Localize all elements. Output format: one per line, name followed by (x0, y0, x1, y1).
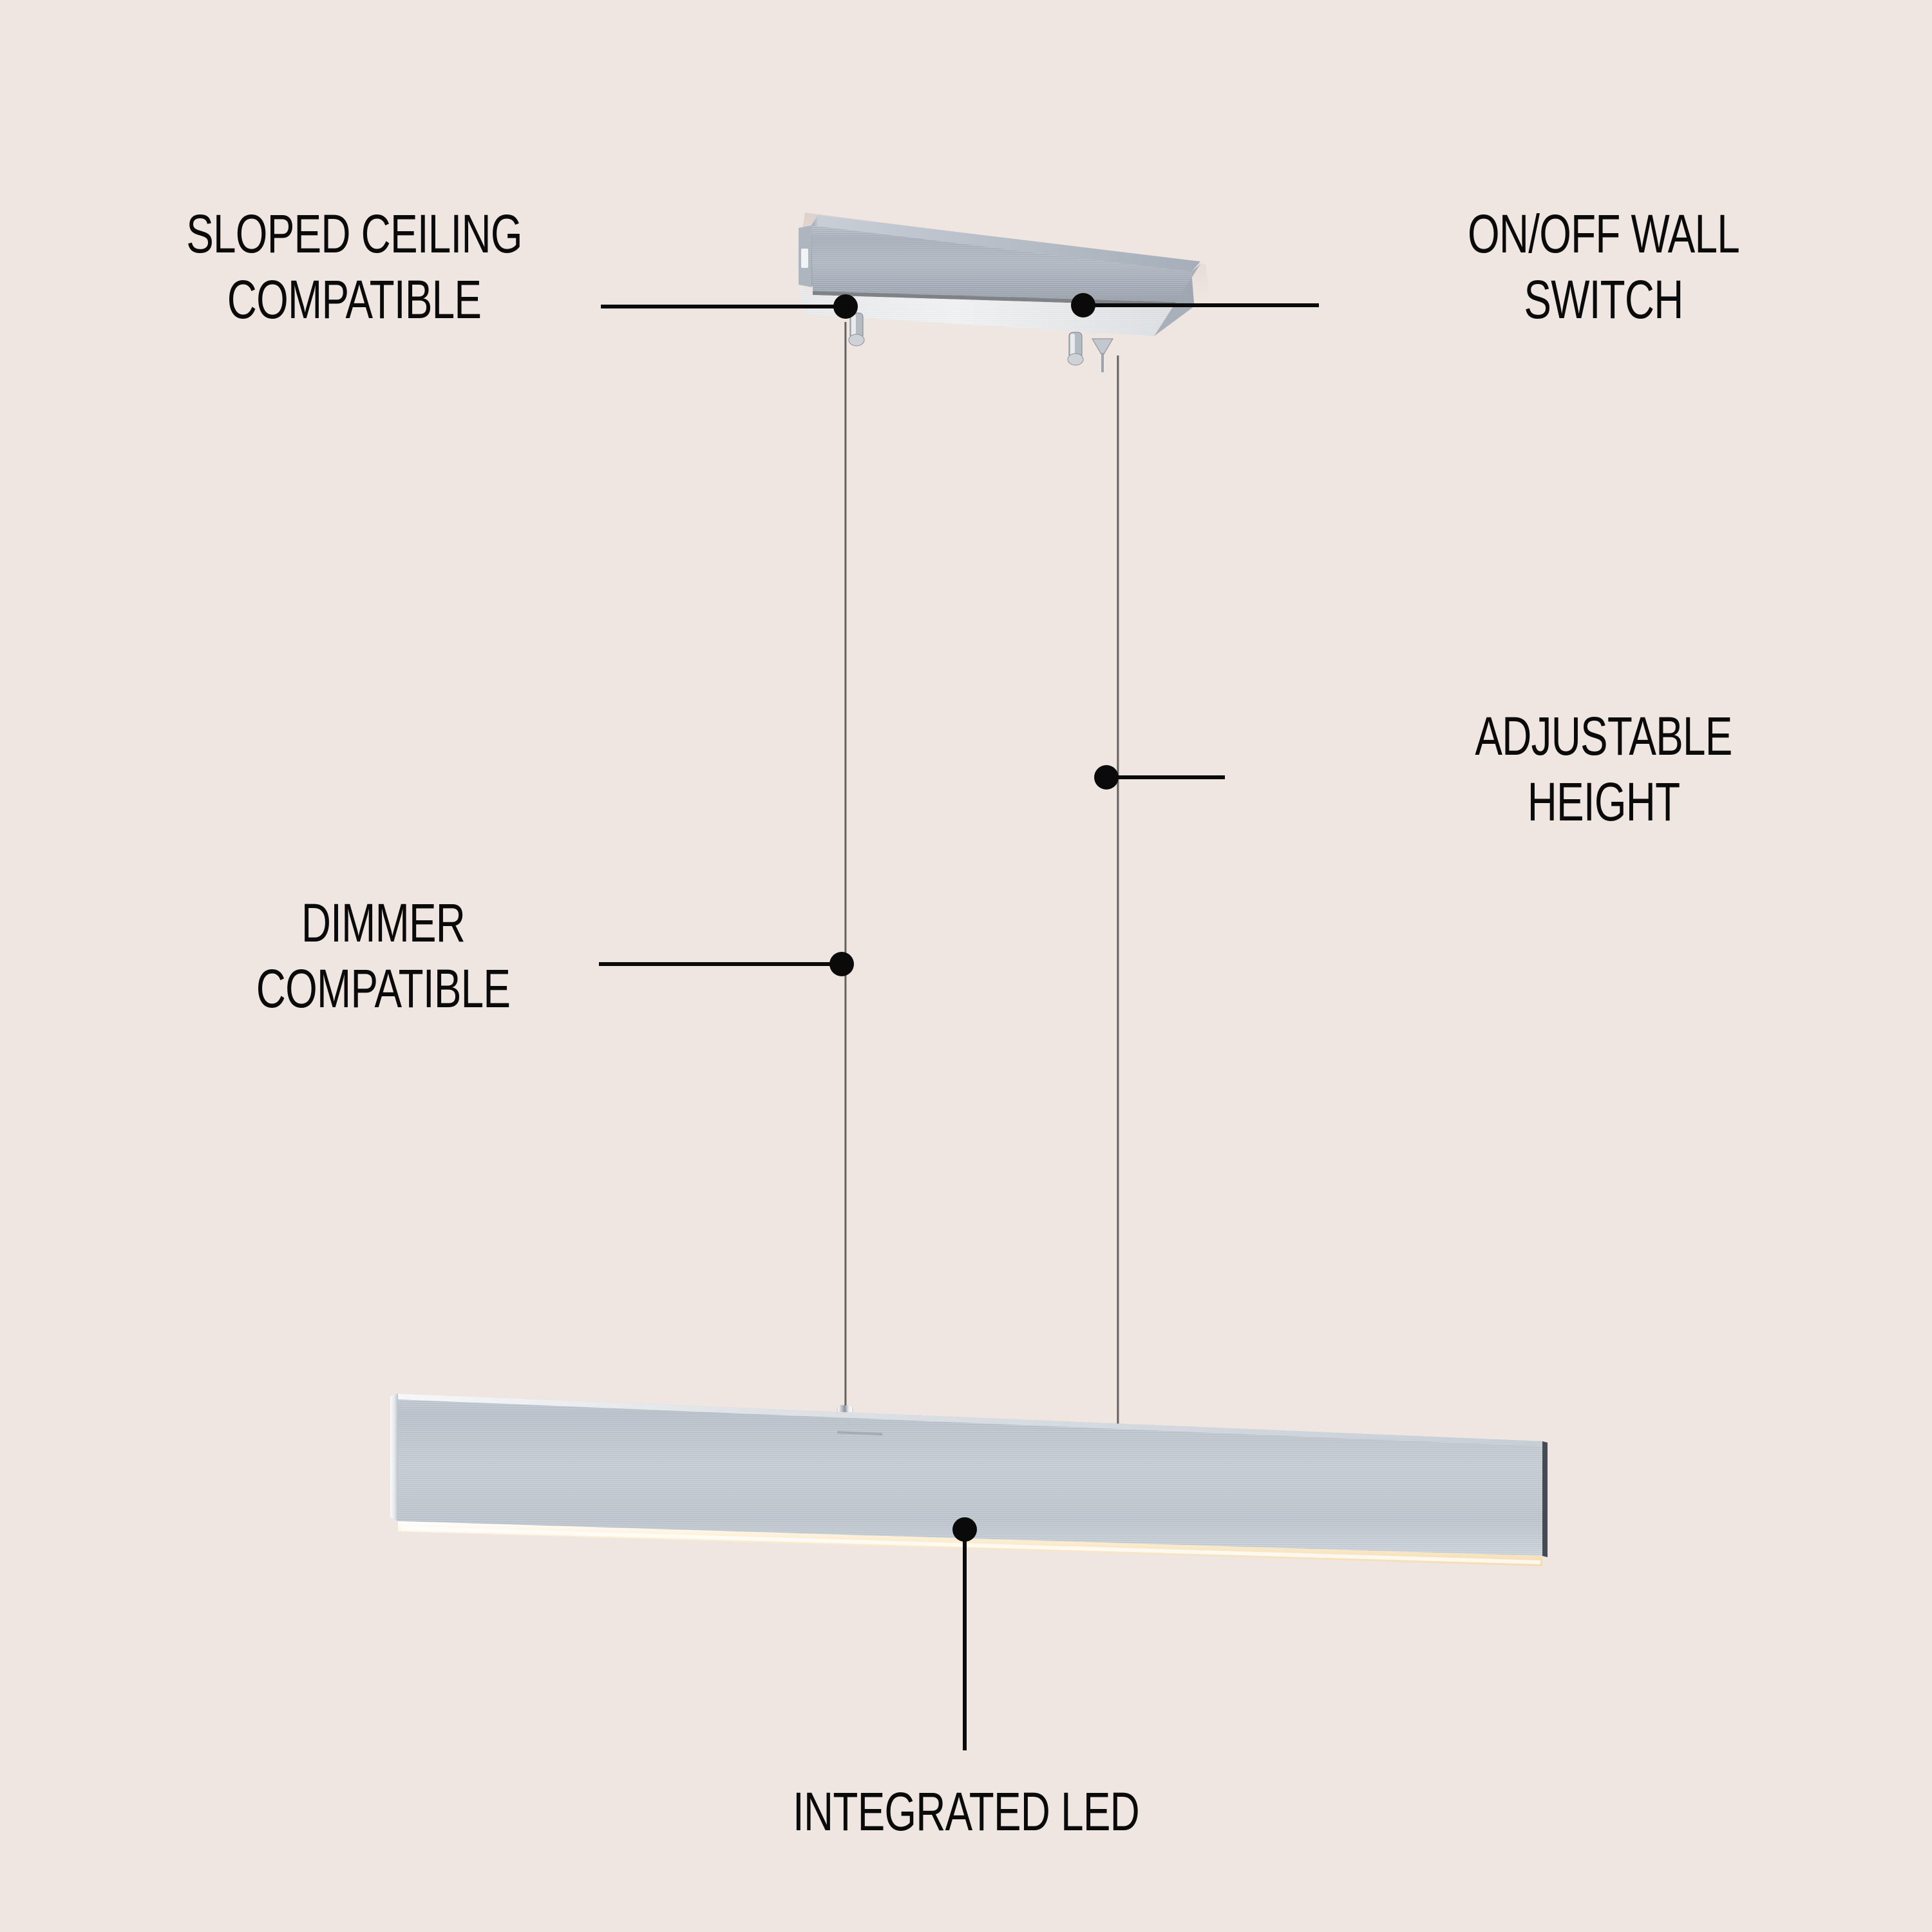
cable-grip-left (848, 312, 865, 346)
leader-line-adjustable-height (1106, 775, 1225, 779)
led-light-bar (386, 1385, 1548, 1566)
cable-grip-right (1067, 332, 1084, 366)
ceiling-canopy-svg (799, 213, 1211, 372)
leader-dot-on-off-wall-switch (1071, 293, 1095, 317)
callout-label-sloped-ceiling-compatible: SLOPED CEILING COMPATIBLE (186, 204, 522, 330)
callout-label-integrated-led: INTEGRATED LED (793, 1781, 1140, 1842)
suspension-cable-left (844, 322, 847, 1413)
leader-dot-dimmer-compatible (829, 952, 854, 976)
ceiling-canopy (793, 205, 1218, 372)
callout-label-dimmer-compatible: DIMMER COMPATIBLE (256, 893, 511, 1019)
callout-label-adjustable-height: ADJUSTABLE HEIGHT (1475, 706, 1732, 833)
led-light-bar-svg (390, 1394, 1548, 1566)
leader-dot-integrated-led (952, 1517, 977, 1542)
leader-line-on-off-wall-switch (1083, 303, 1319, 307)
leader-line-dimmer-compatible (599, 962, 843, 966)
leader-line-sloped-ceiling-compatible (601, 305, 847, 308)
leader-line-integrated-led (963, 1530, 967, 1750)
suspension-cable-right (1117, 355, 1119, 1440)
leader-dot-adjustable-height (1094, 765, 1119, 790)
leader-dot-sloped-ceiling-compatible (833, 294, 858, 319)
callout-label-on-off-wall-switch: ON/OFF WALL SWITCH (1467, 204, 1740, 330)
power-feed-cone (1092, 338, 1113, 372)
